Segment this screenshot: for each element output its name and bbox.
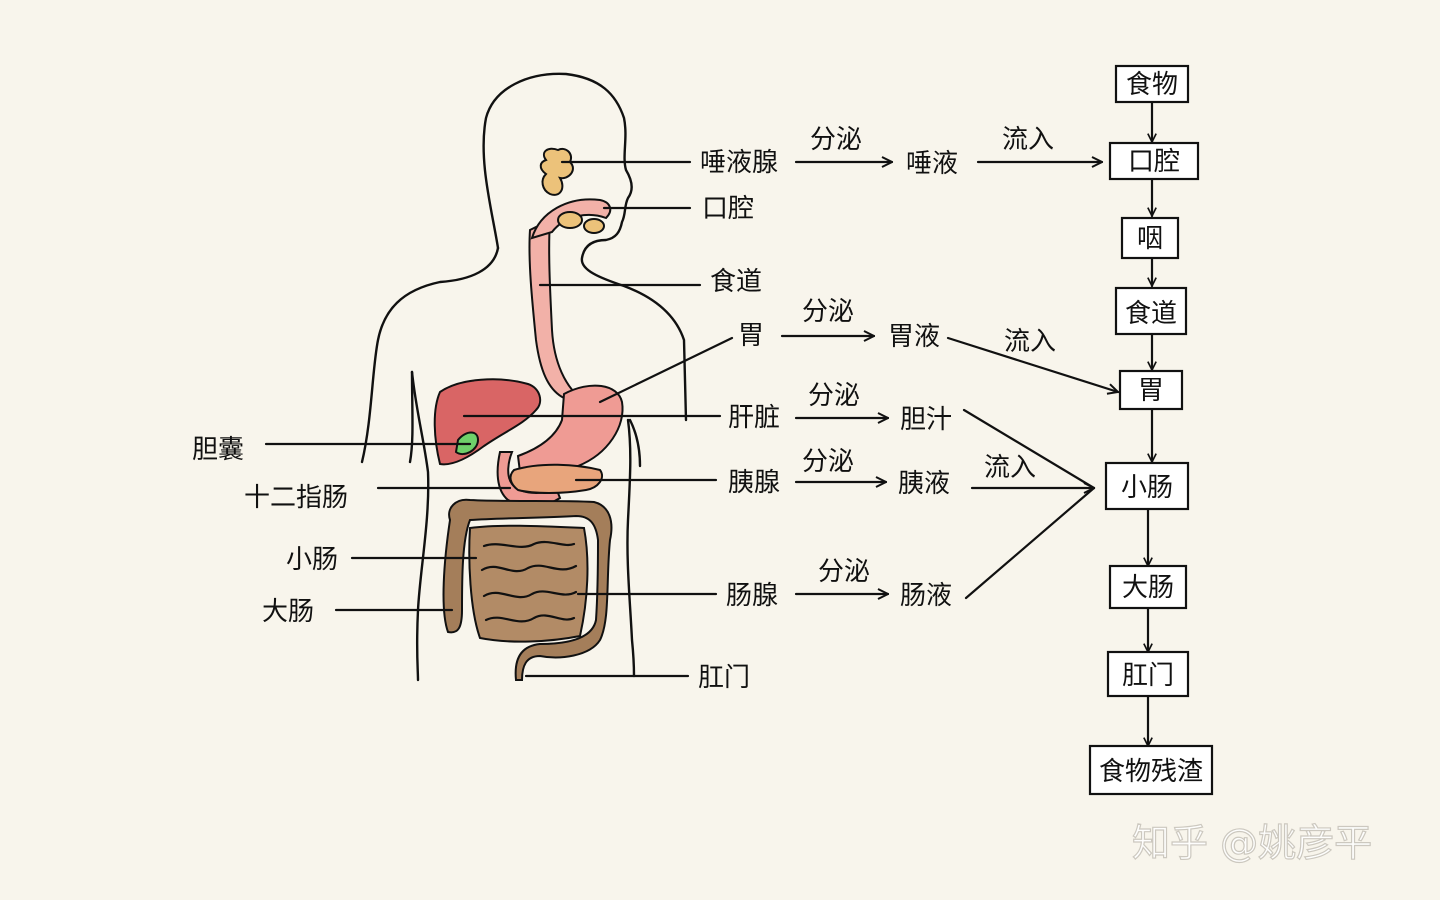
secretion-flow: 分泌 唾液 流入 分泌 胃液 流入 分泌 胆汁 分泌 胰液 分泌 肠液 流入 — [780, 125, 1118, 611]
salivary-gland-shape — [539, 147, 574, 196]
label-large-intestine: 大肠 — [262, 597, 314, 627]
label-secrete-intestinal: 分泌 — [818, 557, 870, 587]
pathway-box-anus — [1106, 650, 1190, 698]
label-salivary-gland: 唾液腺 — [700, 148, 778, 178]
pathway-oral-cavity: 口腔 — [1128, 147, 1180, 177]
label-pancreas: 胰腺 — [728, 468, 780, 498]
pathway-box-small-intestine — [1104, 461, 1190, 511]
label-secrete-saliva: 分泌 — [810, 125, 862, 155]
label-stomach: 胃 — [738, 321, 764, 351]
small-intestine-shape — [468, 524, 589, 643]
pathway-anus: 肛门 — [1122, 661, 1174, 691]
pathway-esophagus: 食道 — [1125, 299, 1177, 329]
pathway-box-pharynx — [1120, 216, 1180, 260]
pathway-pharynx: 咽 — [1137, 224, 1163, 254]
label-oral-cavity: 口腔 — [702, 194, 754, 224]
pathway-stomach: 胃 — [1138, 376, 1164, 406]
pathway-small-intestine: 小肠 — [1121, 473, 1173, 503]
sublingual-gland-shape — [557, 211, 583, 229]
pathway-box-food-residue — [1088, 744, 1214, 796]
label-secrete-gastric: 分泌 — [802, 297, 854, 327]
pathway-box-stomach — [1118, 369, 1184, 411]
pathway-food-residue: 食物残渣 — [1099, 757, 1203, 787]
pathway-large-intestine: 大肠 — [1122, 573, 1174, 603]
label-secrete-bile: 分泌 — [808, 381, 860, 411]
pathway-food: 食物 — [1126, 70, 1178, 100]
label-gastric-juice: 胃液 — [888, 322, 940, 352]
pathway-box-food — [1114, 64, 1190, 104]
label-flow-in-intestine: 流入 — [984, 453, 1036, 483]
label-liver: 肝脏 — [728, 403, 780, 433]
organs — [433, 147, 624, 681]
label-intestinal-gland: 肠腺 — [726, 581, 778, 611]
esophagus-shape — [528, 218, 583, 399]
pancreas-shape — [509, 463, 604, 494]
label-flow-in-saliva: 流入 — [1002, 125, 1054, 155]
label-duodenum: 十二指肠 — [244, 483, 348, 513]
label-anus: 肛门 — [698, 663, 750, 693]
body-outline — [360, 72, 688, 682]
pathway-box-esophagus — [1114, 286, 1188, 336]
liver-shape — [433, 378, 542, 466]
label-flow-in-gastric: 流入 — [1004, 327, 1056, 357]
large-intestine-shape — [442, 498, 613, 681]
leader-lines — [264, 160, 734, 678]
pathway-box-large-intestine — [1108, 564, 1188, 610]
label-esophagus: 食道 — [710, 267, 762, 297]
watermark: 知乎 @姚彦平 — [1132, 821, 1372, 865]
label-small-intestine: 小肠 — [286, 545, 338, 575]
organ-labels: 唾液腺 口腔 食道 胃 肝脏 胆囊 十二指肠 胰腺 小肠 大肠 肠腺 肛门 — [192, 148, 780, 693]
pathway-box-oral-cavity — [1108, 141, 1200, 181]
label-gallbladder: 胆囊 — [192, 435, 244, 465]
digestive-pathway: 食物 口腔 咽 食道 胃 小肠 大肠 肛门 食物残渣 — [1088, 64, 1214, 796]
label-bile: 胆汁 — [900, 405, 952, 435]
label-intestinal-juice: 肠液 — [900, 581, 952, 611]
submandibular-gland-shape — [583, 218, 605, 234]
label-secrete-pancreatic: 分泌 — [802, 447, 854, 477]
label-saliva: 唾液 — [906, 149, 958, 179]
label-pancreatic-juice: 胰液 — [898, 469, 950, 499]
